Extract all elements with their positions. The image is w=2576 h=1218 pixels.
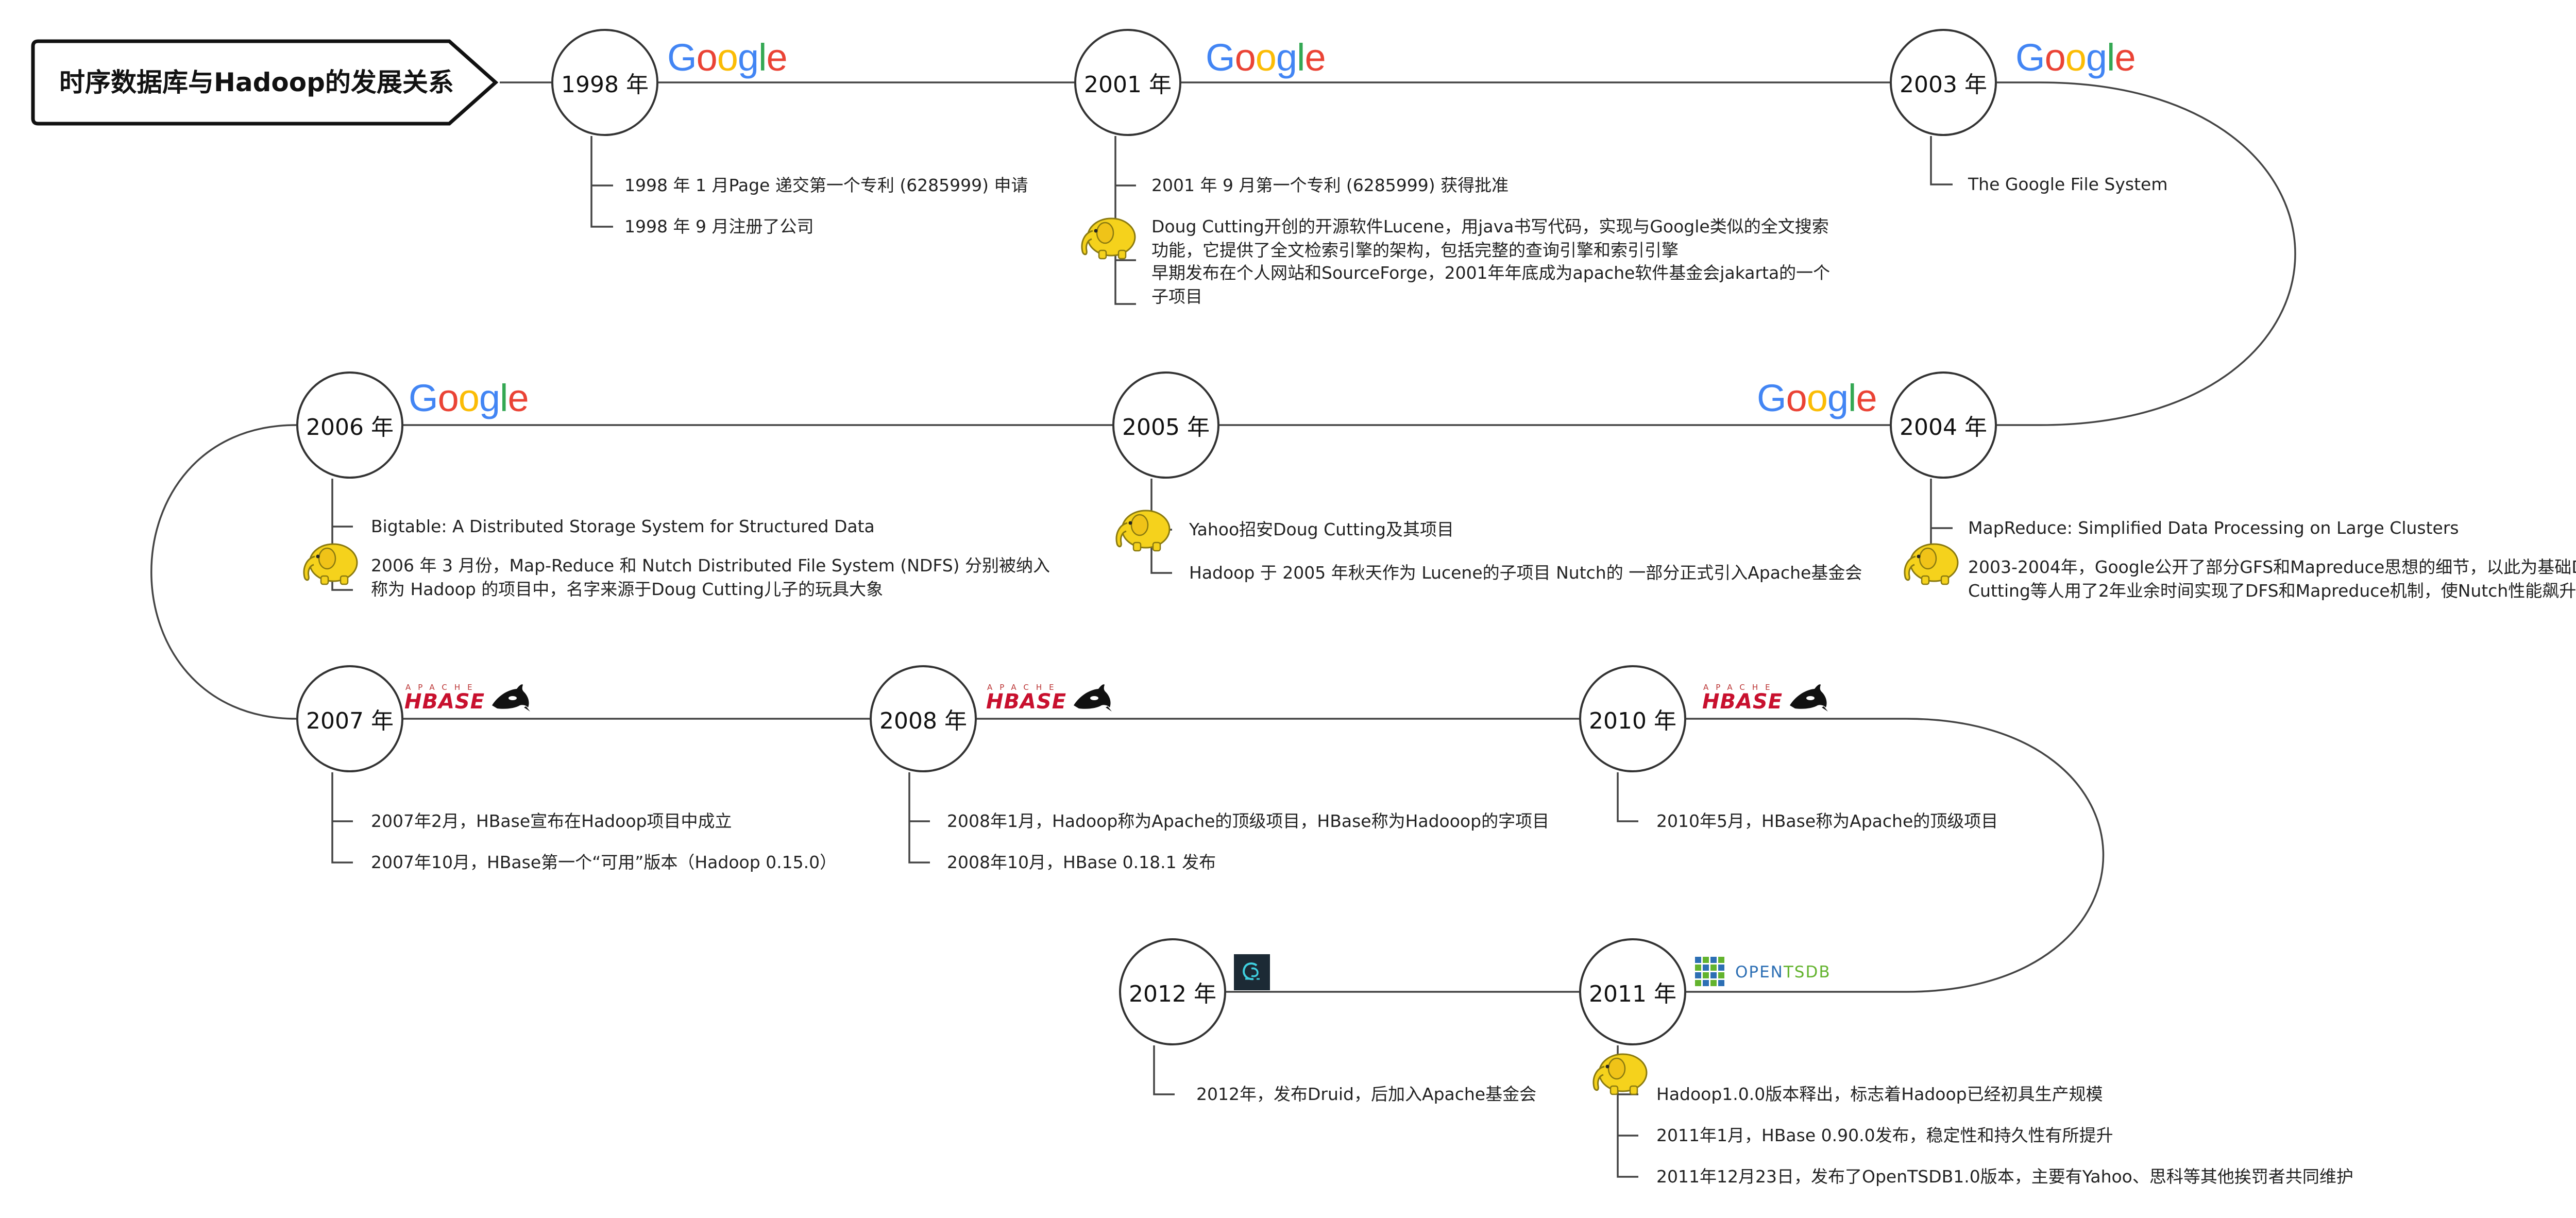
year-node-2005: 2005 年 (1112, 371, 1219, 479)
branch-2010 (1617, 772, 1638, 822)
google-logo: Google (667, 36, 788, 79)
opentsdb-logo-suffix: TSDB (1783, 963, 1831, 982)
opentsdb-logo-prefix: OPEN (1735, 963, 1784, 982)
hbase-logo-text: HBASE (1702, 690, 1783, 714)
year-label: 2001 年 (1084, 72, 1172, 98)
hadoop-elephant-icon (1904, 543, 1959, 585)
event-2001-3: 早期发布在个人网站和SourceForge，2001年年底成为apache软件基… (1151, 263, 1831, 307)
right-curve-2003-2004 (1997, 81, 2296, 426)
year-label: 2006 年 (306, 414, 394, 441)
event-2004-1: MapReduce: Simplified Data Processing on… (1968, 518, 2459, 538)
year-node-2008: 2008 年 (870, 665, 977, 772)
hbase-logo: APACHE HBASE (403, 683, 532, 719)
event-2011-1: Hadoop1.0.0版本释出，标志着Hadoop已经初具生产规模 (1656, 1084, 2103, 1104)
branch-1998 (590, 136, 613, 228)
event-2011-3: 2011年12月23日，发布了OpenTSDB1.0版本，主要有Yahoo、思科… (1656, 1166, 2353, 1187)
hbase-logo: APACHE HBASE (985, 683, 1114, 719)
branch-2003 (1930, 136, 1953, 185)
event-2006-2: 2006 年 3 月份，Map-Reduce 和 Nutch Distribut… (371, 555, 1050, 599)
event-2010-1: 2010年5月，HBase称为Apache的顶级项目 (1656, 811, 1998, 831)
page-title: 时序数据库与Hadoop的发展关系 (59, 67, 454, 97)
event-2001-1: 2001 年 9 月第一个专利 (6285999) 获得批准 (1151, 175, 1509, 195)
year-node-2011: 2011 年 (1579, 938, 1686, 1045)
hadoop-elephant-icon (1115, 510, 1171, 552)
orca-icon (1074, 684, 1112, 712)
branch-2001 (1114, 136, 1136, 305)
orca-icon (492, 684, 530, 712)
hadoop-elephant-icon (303, 543, 358, 585)
hbase-logo-apache-text: APACHE (405, 683, 480, 692)
event-2008-2: 2008年10月，HBase 0.18.1 发布 (947, 852, 1216, 872)
year-label: 2010 年 (1589, 708, 1676, 734)
event-2012-1: 2012年，发布Druid，后加入Apache基金会 (1196, 1084, 1537, 1104)
event-2011-2: 2011年1月，HBase 0.90.0发布，稳定性和持久性有所提升 (1656, 1125, 2113, 1145)
hbase-logo-apache-text: APACHE (1703, 683, 1777, 692)
event-2001-2: Doug Cutting开创的开源软件Lucene，用java书写代码，实现与G… (1151, 216, 1829, 260)
right-curve-2010-2011 (1686, 718, 2105, 993)
hadoop-elephant-icon (1592, 1053, 1648, 1095)
google-logo: Google (2015, 36, 2136, 79)
event-1998-1: 1998 年 1 月Page 递交第一个专利 (6285999) 申请 (624, 175, 1028, 195)
google-logo: Google (1206, 36, 1326, 79)
title-box (31, 39, 499, 126)
google-logo: Google (409, 377, 529, 419)
opentsdb-grid-icon (1695, 957, 1724, 986)
event-2003-1: The Google File System (1968, 174, 2168, 194)
left-curve-2006-2007 (150, 424, 297, 720)
branch-2008 (908, 772, 930, 864)
branch-2007 (331, 772, 353, 864)
event-2004-2: 2003-2004年，Google公开了部分GFS和Mapreduce思想的细节… (1968, 557, 2576, 601)
event-2008-1: 2008年1月，Hadoop称为Apache的顶级项目，HBase称为Hadoo… (947, 811, 1550, 831)
druid-logo (1234, 954, 1270, 990)
year-label: 2005 年 (1122, 414, 1210, 441)
year-label: 2004 年 (1900, 414, 1987, 441)
event-2005-2: Hadoop 于 2005 年秋天作为 Lucene的子项目 Nutch的 一部… (1189, 563, 1862, 583)
year-node-2012: 2012 年 (1119, 938, 1226, 1045)
year-label: 1998 年 (561, 72, 649, 98)
year-node-2001: 2001 年 (1074, 29, 1181, 136)
opentsdb-logo-text: OPENTSDB (1735, 963, 1831, 982)
google-logo: Google (1757, 377, 1877, 419)
hbase-logo-text: HBASE (986, 690, 1067, 714)
year-node-2010: 2010 年 (1579, 665, 1686, 772)
event-1998-2: 1998 年 9 月注册了公司 (624, 216, 814, 236)
hbase-logo-apache-text: APACHE (987, 683, 1061, 692)
event-2007-2: 2007年10月，HBase第一个“可用”版本（Hadoop 0.15.0） (371, 852, 837, 872)
hadoop-elephant-icon (1081, 217, 1136, 260)
year-node-2007: 2007 年 (296, 665, 403, 772)
year-label: 2003 年 (1900, 72, 1987, 98)
hbase-logo: APACHE HBASE (1701, 683, 1830, 719)
hbase-logo-text: HBASE (404, 690, 485, 714)
branch-2006 (331, 479, 353, 591)
event-2006-1: Bigtable: A Distributed Storage System f… (371, 516, 875, 536)
year-node-2004: 2004 年 (1890, 371, 1997, 479)
year-node-2003: 2003 年 (1890, 29, 1997, 136)
year-label: 2007 年 (306, 708, 394, 734)
orca-icon (1790, 684, 1828, 712)
branch-2012 (1153, 1045, 1175, 1095)
year-label: 2012 年 (1129, 981, 1216, 1007)
year-node-2006: 2006 年 (296, 371, 403, 479)
year-label: 2011 年 (1589, 981, 1676, 1007)
year-label: 2008 年 (879, 708, 967, 734)
event-2007-1: 2007年2月，HBase宣布在Hadoop项目中成立 (371, 811, 732, 831)
year-node-1998: 1998 年 (551, 29, 658, 136)
event-2005-1: Yahoo招安Doug Cutting及其项目 (1189, 519, 1454, 539)
